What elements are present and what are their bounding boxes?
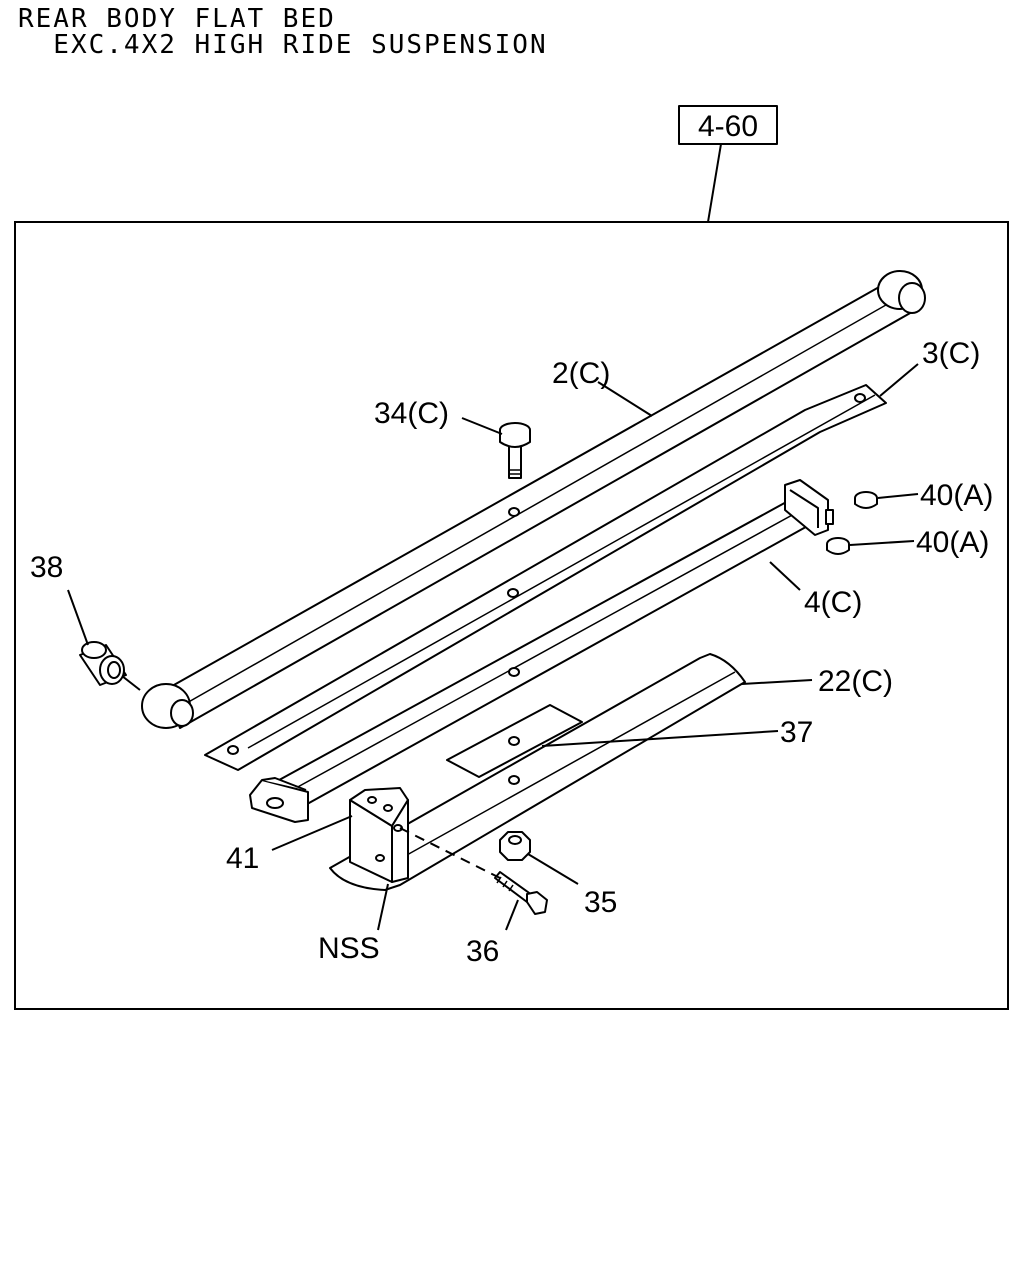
- lock-nut[interactable]: [499, 831, 531, 861]
- mounting-bolt[interactable]: [494, 871, 548, 915]
- leader-36: [505, 899, 519, 931]
- callout-38[interactable]: 38: [30, 551, 63, 584]
- leader-38: [67, 589, 89, 646]
- reference-leader: [707, 143, 722, 223]
- callout-22c[interactable]: 22(C): [818, 665, 893, 698]
- leader-41: [271, 815, 353, 851]
- leader-35: [527, 853, 579, 885]
- callout-40a-upper[interactable]: 40(A): [920, 479, 993, 512]
- helper-leaf-spring[interactable]: [249, 479, 834, 823]
- leader-2c: [597, 381, 653, 417]
- bushing[interactable]: [79, 641, 127, 686]
- rubber-pad-upper[interactable]: [854, 491, 878, 509]
- reference-box-label: 4-60: [698, 110, 758, 143]
- callout-36[interactable]: 36: [466, 935, 499, 968]
- spring-seat-plate[interactable]: [329, 653, 746, 891]
- callout-37[interactable]: 37: [780, 716, 813, 749]
- rubber-pad-lower[interactable]: [826, 537, 850, 555]
- diagram-title-line-2: EXC.4X2 HIGH RIDE SUSPENSION: [18, 30, 548, 60]
- center-bolt[interactable]: [499, 422, 531, 479]
- leader-38-axis: [121, 675, 141, 691]
- diagram-frame: [14, 221, 1009, 1010]
- second-leaf-spring[interactable]: [204, 384, 887, 771]
- diagram-title-line-1: REAR BODY FLAT BED: [18, 4, 336, 34]
- leader-22c: [741, 679, 813, 685]
- callout-3c[interactable]: 3(C): [922, 337, 980, 370]
- bolt-axis-line: [399, 827, 501, 879]
- leader-3c: [879, 363, 919, 397]
- leader-37: [541, 730, 779, 747]
- leader-34c: [461, 417, 503, 435]
- callout-41[interactable]: 41: [226, 842, 259, 875]
- leader-40a-lower: [849, 540, 915, 546]
- leader-nss: [377, 883, 389, 931]
- reference-box[interactable]: 4-60: [678, 105, 778, 145]
- main-leaf-spring[interactable]: [141, 270, 926, 729]
- leader-4c: [769, 561, 801, 591]
- callout-34c[interactable]: 34(C): [374, 397, 449, 430]
- callout-nss[interactable]: NSS: [318, 932, 380, 965]
- callout-40a-lower[interactable]: 40(A): [916, 526, 989, 559]
- leader-40a-upper: [877, 493, 919, 499]
- callout-2c[interactable]: 2(C): [552, 357, 610, 390]
- shim-plate[interactable]: [446, 704, 583, 785]
- callout-35[interactable]: 35: [584, 886, 617, 919]
- callout-4c[interactable]: 4(C): [804, 586, 862, 619]
